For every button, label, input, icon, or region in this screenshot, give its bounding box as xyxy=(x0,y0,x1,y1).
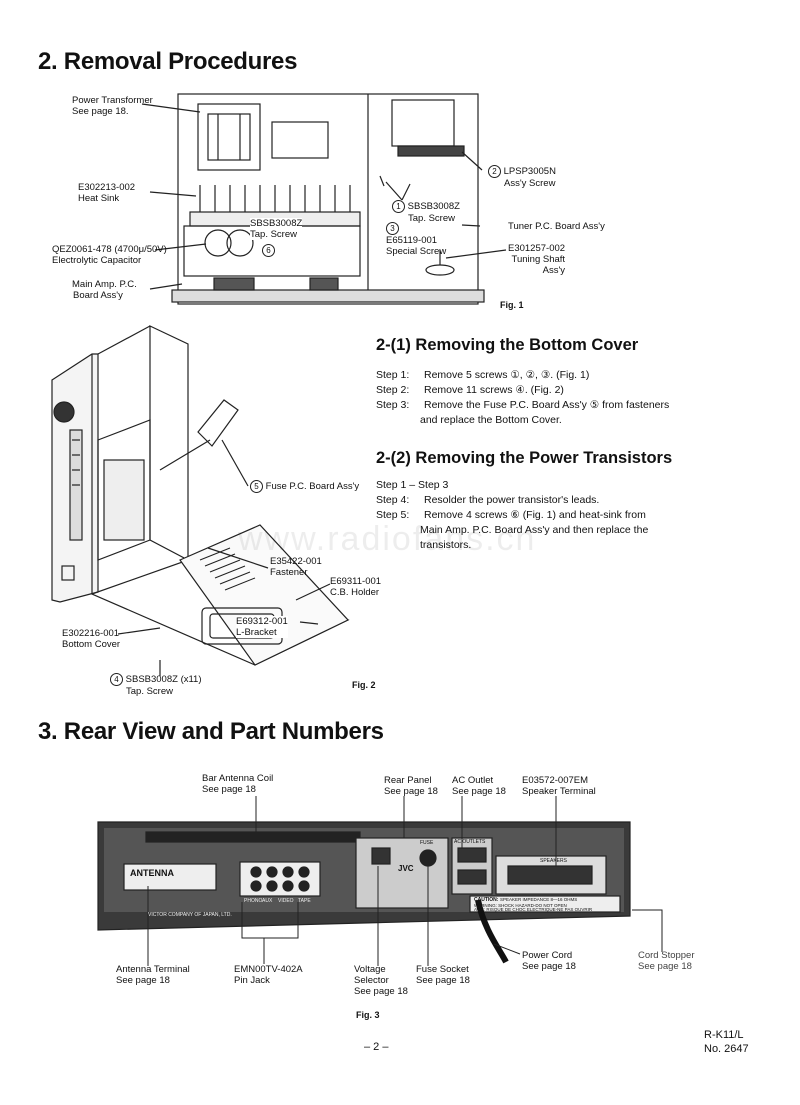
label-sbsb-tap-right: 1 SBSB3008Z Tap. Screw xyxy=(392,200,460,224)
step-row: Step 2:Remove 11 screws ④. (Fig. 2) xyxy=(376,384,564,396)
circled-number-4: 4 xyxy=(110,673,123,686)
panel-ac-outlets: AC OUTLETS xyxy=(454,839,486,845)
step-row: and replace the Bottom Cover. xyxy=(420,414,562,426)
fig3-caption: Fig. 3 xyxy=(356,1010,380,1020)
label-voltage-selector: Voltage Selector See page 18 xyxy=(354,964,408,997)
panel-phono: PHONO xyxy=(244,898,263,904)
document-number: No. 2647 xyxy=(704,1043,749,1055)
panel-impedance: SPEAKER IMPEDANCE 8—16 OHMS xyxy=(500,897,578,902)
section-title-rear-view: 3. Rear View and Part Numbers xyxy=(38,718,384,745)
subsection-title-power-transistors: 2-(2) Removing the Power Transistors xyxy=(376,449,673,467)
panel-fuse: FUSE xyxy=(420,840,434,846)
panel-warning: WARNING: SHOCK HAZARD-DO NOT OPEN xyxy=(474,903,567,908)
label-pin-jack: EMN00TV-402A Pin Jack xyxy=(234,964,303,986)
label-bar-antenna: Bar Antenna Coil See page 18 xyxy=(202,773,274,795)
step-row: Main Amp. P.C. Board Ass'y and then repl… xyxy=(420,524,649,536)
label-fuse-board: 5 Fuse P.C. Board Ass'y xyxy=(250,480,359,493)
footer-model-block: R-K11/L No. 2647 xyxy=(704,1028,749,1056)
heat-sink-fins xyxy=(199,185,351,212)
label-cord-stopper: Cord Stopper See page 18 xyxy=(638,950,695,972)
panel-video: VIDEO xyxy=(278,898,294,904)
label-fastener: E35422-001 Fastener xyxy=(270,556,322,578)
page-number: – 2 – xyxy=(364,1041,389,1053)
fig2-caption: Fig. 2 xyxy=(352,680,376,690)
label-fuse-socket: Fuse Socket See page 18 xyxy=(416,964,470,986)
step-row: Step 1:Remove 5 screws ①, ②, ③. (Fig. 1) xyxy=(376,369,590,381)
panel-brand: JVC xyxy=(398,864,414,873)
circled-number-6: 6 xyxy=(262,244,275,257)
label-tuner-board: Tuner P.C. Board Ass'y xyxy=(508,221,605,232)
section-title-removal: 2. Removal Procedures xyxy=(38,48,298,75)
label-tuning-shaft: E301257-002 Tuning Shaft Ass'y xyxy=(508,243,566,276)
label-special-screw: E65119-001 Special Screw xyxy=(386,235,447,257)
step-row: Step 4:Resolder the power transistor's l… xyxy=(376,494,600,506)
panel-victor: VICTOR COMPANY OF JAPAN, LTD. xyxy=(148,912,232,918)
circled-number-3: 3 xyxy=(386,222,399,235)
label-bottom-cover: E302216-001 Bottom Cover xyxy=(62,628,121,650)
label-rear-panel: Rear Panel See page 18 xyxy=(384,775,438,797)
step-row: transistors. xyxy=(420,539,472,551)
label-power-transformer: Power Transformer See page 18. xyxy=(72,95,153,117)
model-number: R-K11/L xyxy=(704,1029,744,1041)
label-main-amp-board: Main Amp. P.C. Board Ass'y xyxy=(72,279,137,301)
step-row: Step 3:Remove the Fuse P.C. Board Ass'y … xyxy=(376,399,670,411)
steps-bottom-cover: Step 1:Remove 5 screws ①, ②, ③. (Fig. 1)… xyxy=(376,368,706,428)
label-l-bracket: E69312-001 L-Bracket xyxy=(236,616,288,638)
fig1-caption: Fig. 1 xyxy=(500,300,524,310)
step-row: Step 5:Remove 4 screws ⑥ (Fig. 1) and he… xyxy=(376,509,646,521)
panel-antenna-label: ANTENNA xyxy=(130,868,174,878)
label-antenna-terminal: Antenna Terminal See page 18 xyxy=(116,964,190,986)
panel-aux: AUX xyxy=(262,898,273,904)
panel-speakers: SPEAKERS xyxy=(540,858,567,864)
watermark: www.radiofans.cn xyxy=(238,520,537,558)
subsection-title-bottom-cover: 2-(1) Removing the Bottom Cover xyxy=(376,336,639,354)
label-heat-sink: E302213-002 Heat Sink xyxy=(78,182,136,204)
circled-number-2: 2 xyxy=(488,165,501,178)
steps-power-transistors: Step 1 – Step 3 Step 4:Resolder the powe… xyxy=(376,478,706,553)
label-sbsb-x11: 4 SBSB3008Z (x11) Tap. Screw xyxy=(110,673,202,697)
step-row: Step 1 – Step 3 xyxy=(376,479,449,491)
label-speaker-terminal: E03572-007EM Speaker Terminal xyxy=(522,775,596,797)
label-capacitor: QEZ0061-478 (4700μ/50V) Electrolytic Cap… xyxy=(52,244,167,266)
label-ac-outlet: AC Outlet See page 18 xyxy=(452,775,506,797)
label-sbsb-tap-center: SBSB3008Z Tap. Screw xyxy=(250,218,303,240)
panel-caution: CAUTION: xyxy=(474,897,499,903)
label-cb-holder: E69311-001 C.B. Holder xyxy=(330,576,382,598)
label-power-cord: Power Cord See page 18 xyxy=(522,950,576,972)
circled-number-1: 1 xyxy=(392,200,405,213)
circled-number-5: 5 xyxy=(250,480,263,493)
label-lpsp: 2 LPSP3005N Ass'y Screw xyxy=(488,165,556,189)
panel-tape: TAPE xyxy=(298,898,311,904)
panel-warning-fr: AVIS: RISQUE DE CHOC ELECTRIQUE-NE PAS O… xyxy=(474,907,593,912)
